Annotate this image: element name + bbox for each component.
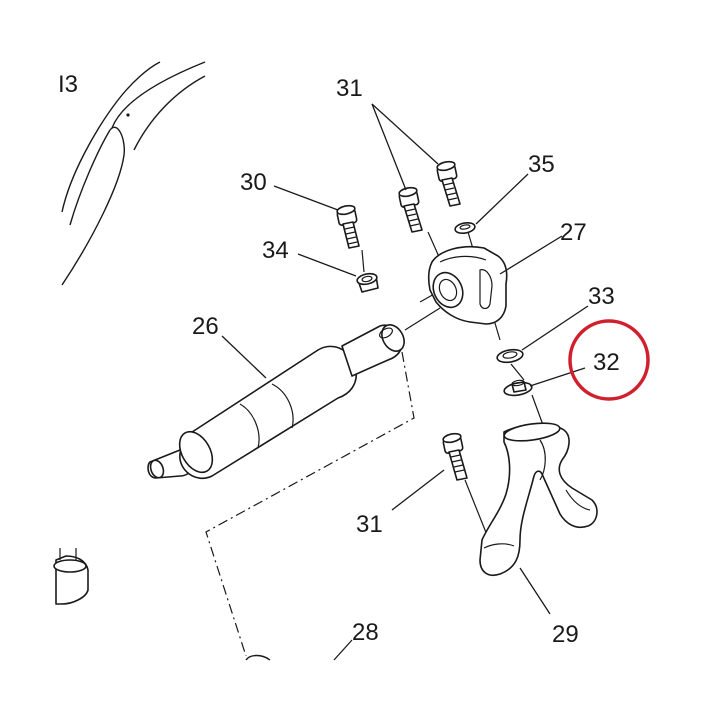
callout-31-top: 31 bbox=[336, 75, 363, 102]
callout-32: 32 bbox=[593, 349, 620, 376]
part-28-fragment bbox=[245, 654, 271, 661]
part-33-washer bbox=[496, 348, 524, 364]
callout-labels: I3 31 30 35 27 34 33 26 32 31 28 29 bbox=[58, 71, 620, 648]
part-30-screw bbox=[336, 204, 360, 249]
callout-34: 34 bbox=[262, 237, 289, 264]
highlight-ring bbox=[568, 319, 650, 401]
callout-28: 28 bbox=[352, 619, 379, 646]
part-32-bushing bbox=[503, 379, 533, 397]
base-foot-part bbox=[53, 548, 89, 605]
callout-26: 26 bbox=[192, 313, 219, 340]
part-29-fork-lever bbox=[479, 422, 598, 576]
callout-13: I3 bbox=[58, 71, 78, 98]
part-31-screw-upper bbox=[436, 160, 461, 207]
part-31-screw-lower bbox=[442, 432, 468, 481]
part-27-clamp-block bbox=[427, 246, 508, 325]
callout-31-bottom: 31 bbox=[356, 511, 383, 538]
machine-frame-outline bbox=[61, 61, 206, 286]
callout-29: 29 bbox=[552, 621, 579, 648]
part-26-shaft bbox=[147, 324, 405, 479]
part-34-nut bbox=[356, 272, 379, 293]
part-31-screw-middle bbox=[398, 186, 423, 233]
part-35-washer bbox=[454, 221, 476, 235]
leader-lines bbox=[221, 103, 589, 661]
callout-27: 27 bbox=[560, 219, 587, 246]
callout-33: 33 bbox=[588, 283, 615, 310]
callout-30: 30 bbox=[240, 169, 267, 196]
callout-35: 35 bbox=[528, 151, 555, 178]
